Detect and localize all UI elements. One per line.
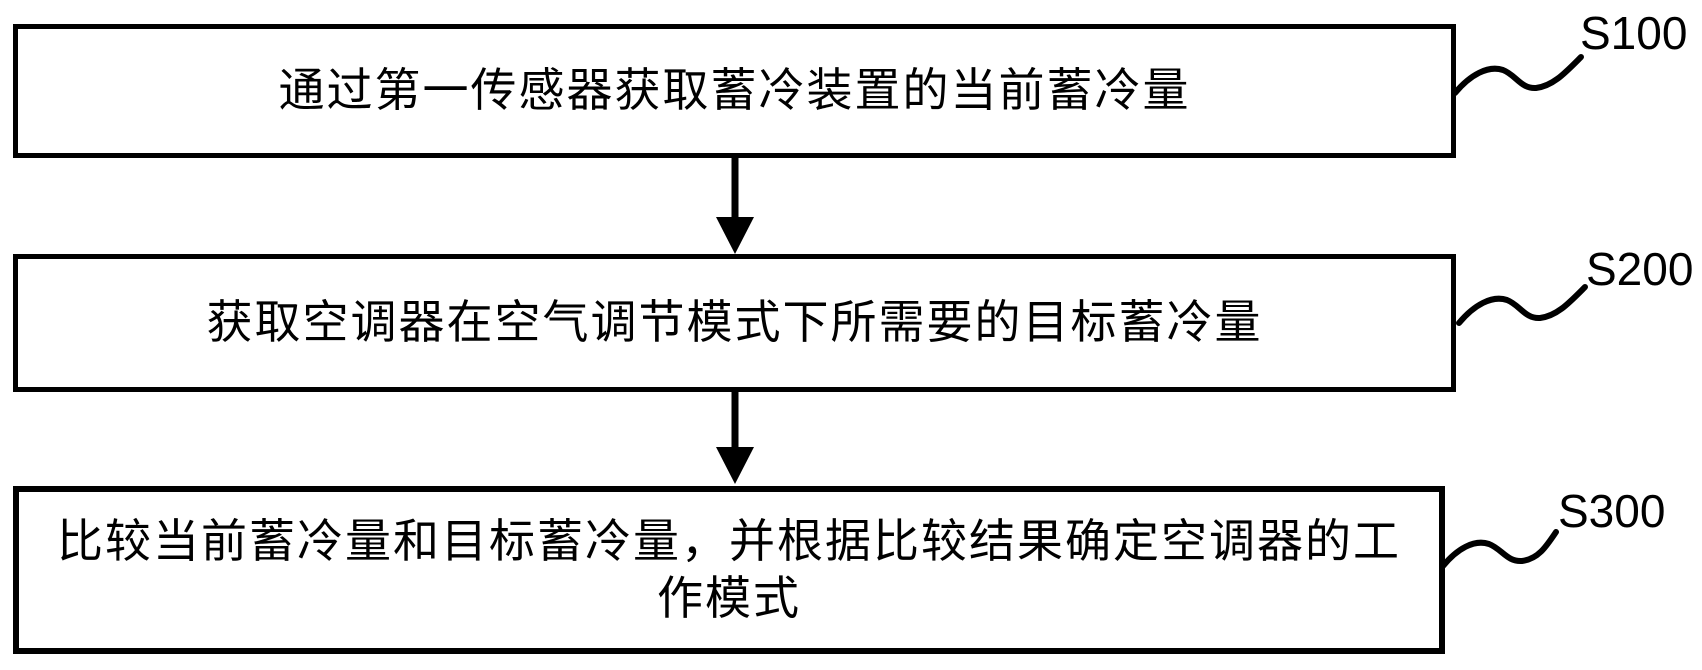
down-arrow-icon (716, 392, 754, 484)
flow-box-step-s100: 通过第一传感器获取蓄冷装置的当前蓄冷量 (13, 24, 1456, 158)
flow-box-step-s100-text: 通过第一传感器获取蓄冷装置的当前蓄冷量 (278, 63, 1191, 118)
squiggle-connector-s200 (1456, 284, 1588, 326)
flow-box-step-s300-text: 比较当前蓄冷量和目标蓄冷量，并根据比较结果确定空调器的工作模式 (57, 513, 1401, 626)
step-label-s300: S300 (1558, 485, 1666, 537)
flow-box-step-s200: 获取空调器在空气调节模式下所需要的目标蓄冷量 (13, 254, 1456, 392)
squiggle-connector-s100 (1452, 54, 1584, 96)
squiggle-connector-s300 (1440, 529, 1559, 569)
flow-box-step-s300: 比较当前蓄冷量和目标蓄冷量，并根据比较结果确定空调器的工作模式 (13, 486, 1445, 654)
step-label-s100: S100 (1580, 7, 1688, 59)
flow-box-step-s200-text: 获取空调器在空气调节模式下所需要的目标蓄冷量 (206, 295, 1263, 350)
down-arrow-icon (716, 158, 754, 254)
step-label-s200: S200 (1586, 243, 1694, 295)
